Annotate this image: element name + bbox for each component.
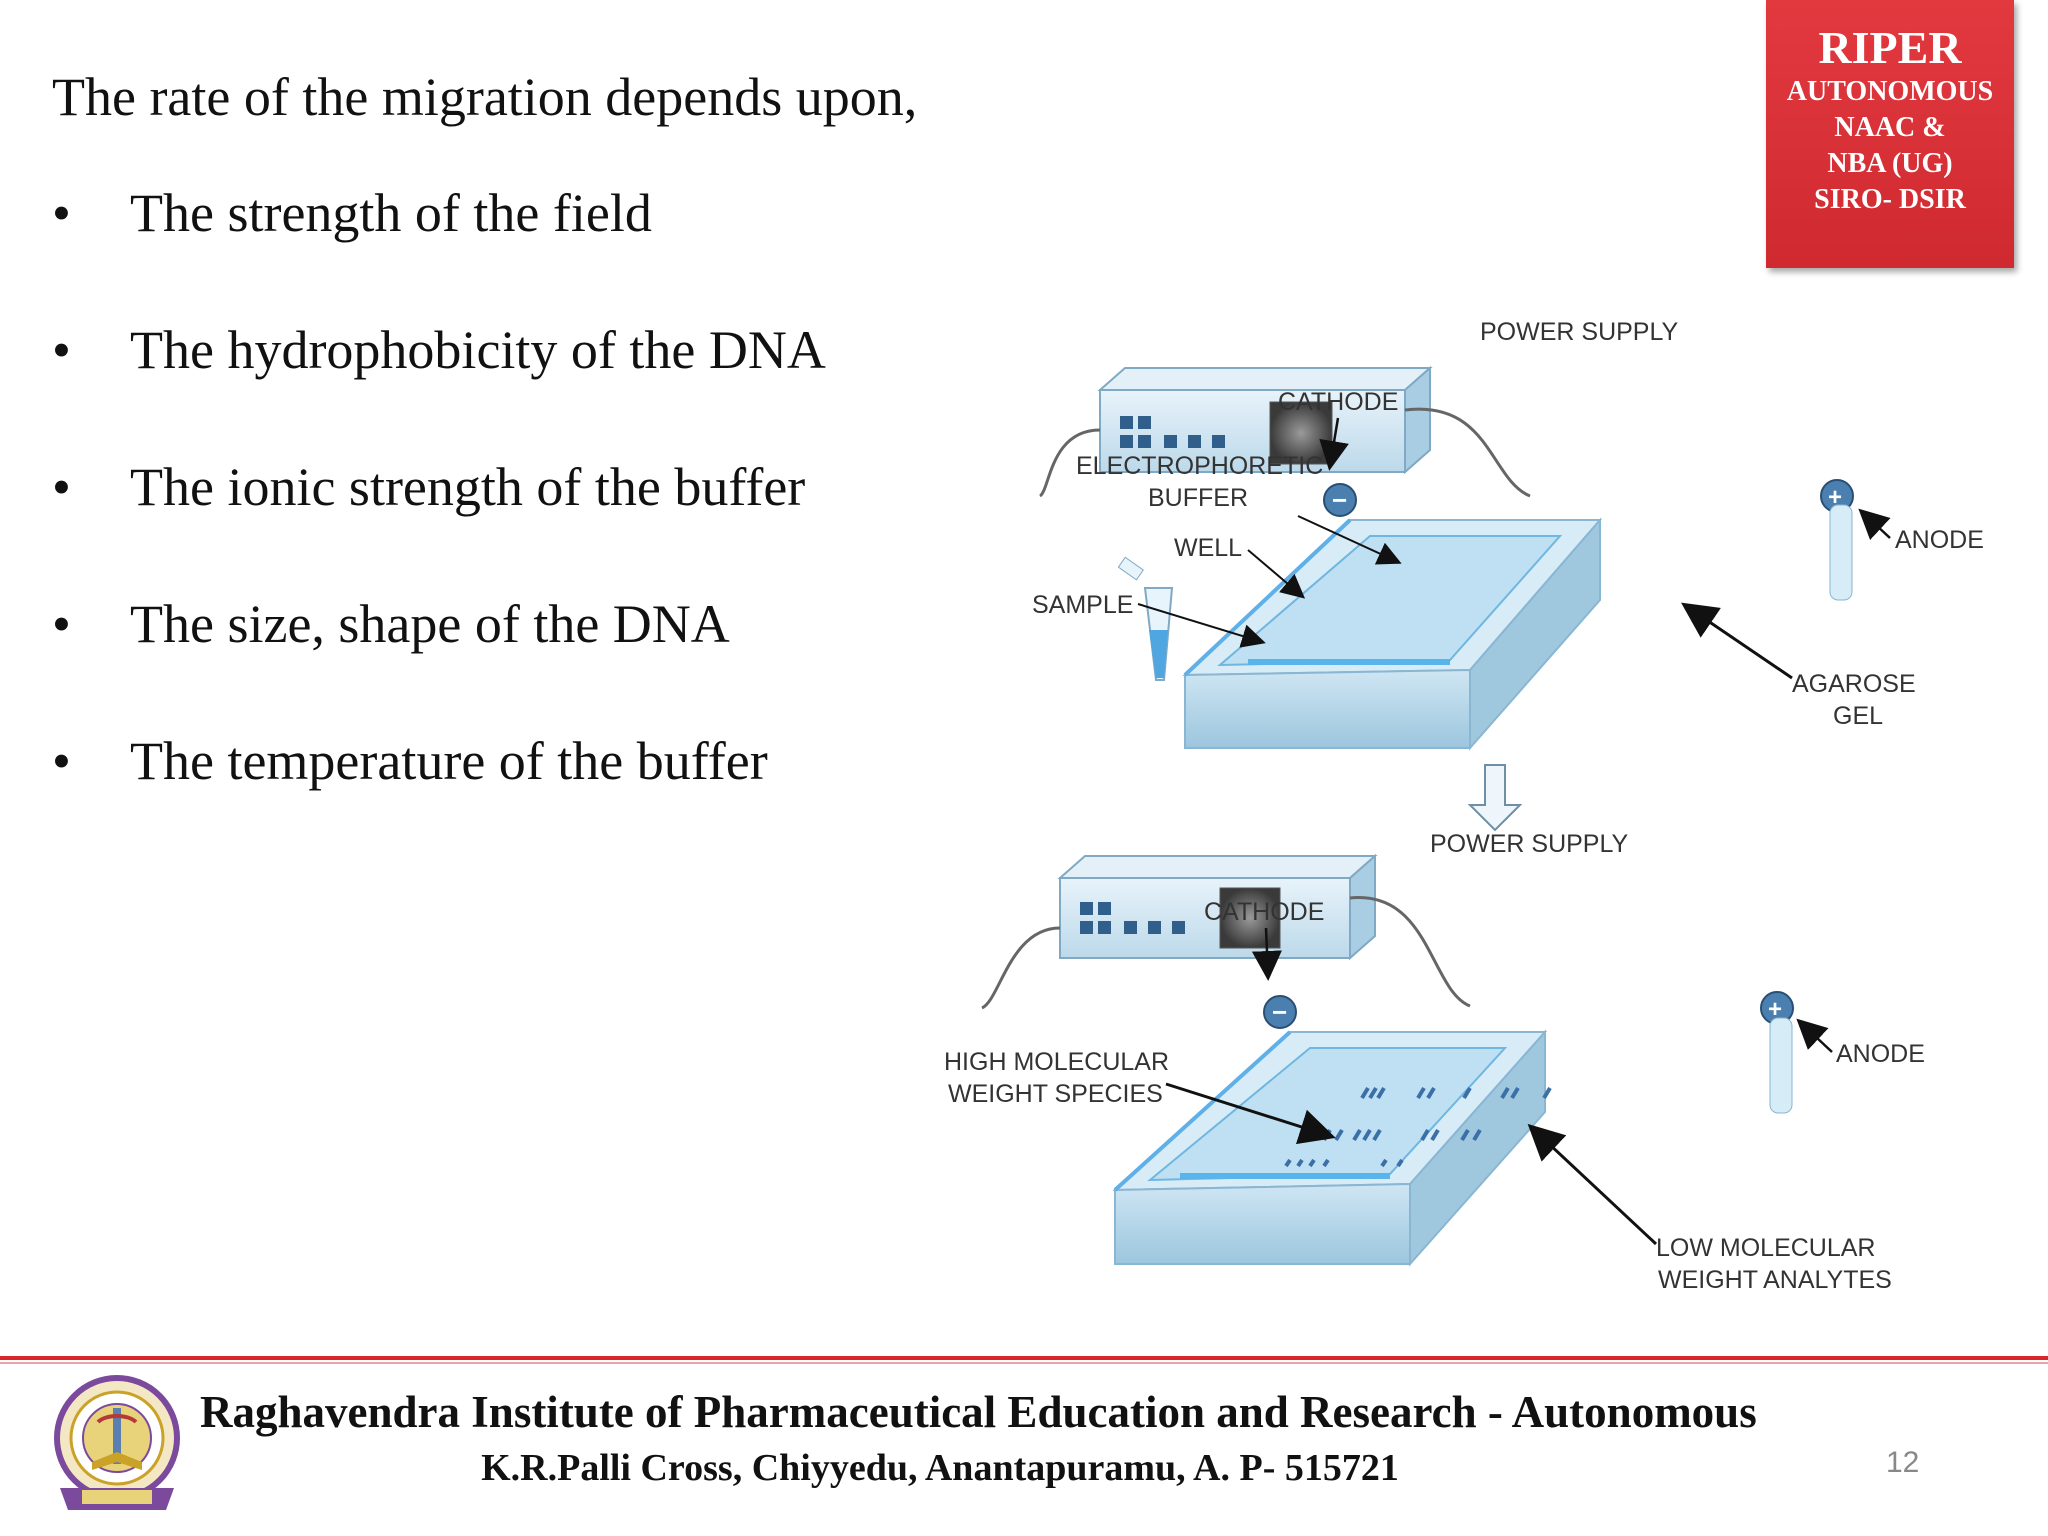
footer-divider-shadow bbox=[0, 1362, 2048, 1364]
page-number: 12 bbox=[1886, 1446, 1920, 1479]
slide-heading: The rate of the migration depends upon, bbox=[52, 67, 918, 127]
bullet-marker: • bbox=[52, 594, 71, 654]
badge-line: NAAC & bbox=[1834, 112, 1946, 143]
label-low-molecular: LOW MOLECULAR bbox=[1656, 1234, 1875, 1262]
plus-sign: + bbox=[1768, 996, 1782, 1023]
badge-title: RIPER bbox=[1818, 22, 1962, 73]
bullet-text: The ionic strength of the buffer bbox=[130, 457, 806, 517]
down-arrow-icon bbox=[1467, 764, 1523, 832]
minus-sign: − bbox=[1272, 997, 1287, 1027]
label-anode: ANODE bbox=[1836, 1040, 1925, 1068]
riper-badge: RIPER AUTONOMOUS NAAC & NBA (UG) SIRO- D… bbox=[1766, 0, 2014, 268]
power-supply-unit bbox=[1057, 853, 1378, 961]
label-agarose: AGAROSE bbox=[1792, 670, 1916, 698]
label-gel: GEL bbox=[1833, 702, 1883, 730]
bullet-text: The temperature of the buffer bbox=[130, 731, 768, 791]
bullet-marker: • bbox=[52, 183, 71, 243]
badge-line: AUTONOMOUS bbox=[1786, 76, 1994, 107]
bullet-marker: • bbox=[52, 320, 71, 380]
bullet-text: The strength of the field bbox=[130, 183, 652, 243]
cathode-terminal bbox=[1263, 995, 1297, 1029]
minus-sign: − bbox=[1332, 485, 1347, 515]
bullet-text: The size, shape of the DNA bbox=[130, 594, 730, 654]
footer-divider bbox=[0, 1356, 2048, 1360]
label-weight-analytes: WEIGHT ANALYTES bbox=[1658, 1266, 1892, 1294]
label-buffer: BUFFER bbox=[1148, 484, 1248, 512]
cathode-terminal bbox=[1323, 483, 1357, 517]
bullet-marker: • bbox=[52, 457, 71, 517]
institute-address: K.R.Palli Cross, Chiyyedu, Anantapuramu,… bbox=[481, 1447, 1399, 1489]
badge-line: NBA (UG) bbox=[1827, 148, 1953, 179]
bullet-text: The hydrophobicity of the DNA bbox=[130, 320, 826, 380]
electrophoresis-diagram: − + POWER SUPPLY CATHODE ELECTROPHORETIC… bbox=[944, 318, 1984, 1294]
label-anode: ANODE bbox=[1895, 526, 1984, 554]
bottom-apparatus: − + POWER SUPPLY CATHODE ANODE HIGH MOLE… bbox=[944, 830, 1925, 1294]
institute-logo-icon bbox=[54, 1375, 180, 1510]
label-sample: SAMPLE bbox=[1032, 591, 1133, 619]
plus-sign: + bbox=[1828, 484, 1842, 511]
bullet-marker: • bbox=[52, 731, 71, 791]
badge-line: SIRO- DSIR bbox=[1814, 184, 1966, 215]
label-cathode: CATHODE bbox=[1204, 898, 1324, 926]
label-power-supply: POWER SUPPLY bbox=[1480, 318, 1679, 346]
label-high-molecular: HIGH MOLECULAR bbox=[944, 1048, 1169, 1076]
label-power-supply: POWER SUPPLY bbox=[1430, 830, 1629, 858]
label-electrophoretic: ELECTROPHORETIC bbox=[1076, 452, 1323, 480]
label-cathode: CATHODE bbox=[1278, 388, 1398, 416]
institute-name: Raghavendra Institute of Pharmaceutical … bbox=[200, 1387, 1757, 1437]
top-apparatus: − + POWER SUPPLY CATHODE ELECTROPHORETIC… bbox=[1032, 318, 1984, 751]
label-well: WELL bbox=[1174, 534, 1242, 562]
label-weight-species: WEIGHT SPECIES bbox=[948, 1080, 1163, 1108]
power-supply-unit bbox=[1097, 365, 1433, 475]
